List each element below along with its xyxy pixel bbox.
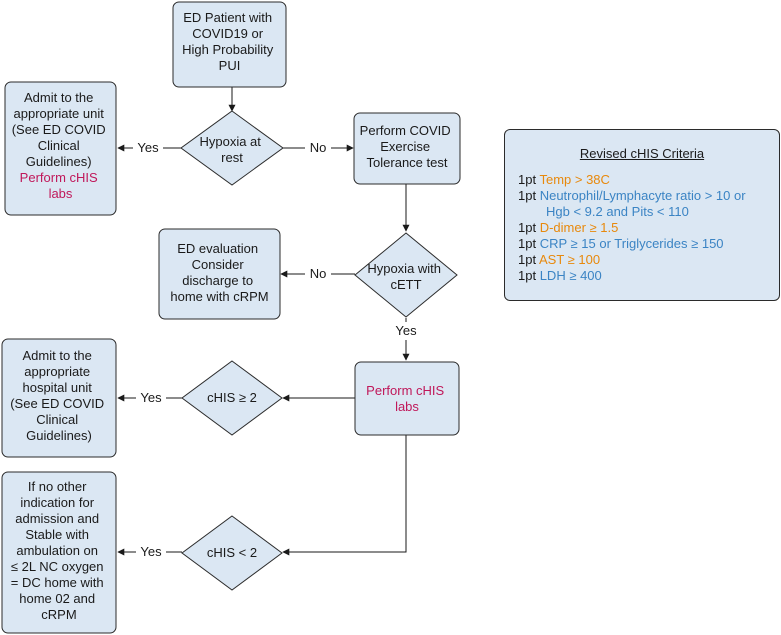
chis-lt-2-text: cHIS < 2 bbox=[207, 545, 257, 560]
chis-ge-2-text: cHIS ≥ 2 bbox=[207, 390, 257, 405]
criteria-points: 1pt bbox=[518, 172, 537, 187]
criteria-ldh: LDH ≥ 400 bbox=[539, 268, 602, 283]
hypoxia-cett-decision: Hypoxia with cETT bbox=[354, 232, 458, 318]
hypoxia-at-rest-text: Hypoxia at rest bbox=[199, 134, 264, 165]
criteria-row-ast: 1pt AST ≥ 100 bbox=[518, 252, 600, 268]
edge-label-no: No bbox=[310, 266, 327, 281]
criteria-row-crp: 1pt CRP ≥ 15 or Triglycerides ≥ 150 bbox=[518, 236, 724, 252]
criteria-ast: AST ≥ 100 bbox=[538, 252, 601, 267]
discharge-text: If no other indication for admission and… bbox=[11, 479, 107, 622]
criteria-title: Revised cHIS Criteria bbox=[579, 146, 705, 161]
admit-hospital-box: Admit to the appropriate hospital unit (… bbox=[1, 338, 117, 458]
ed-evaluation-text: ED evaluation Consider discharge to home… bbox=[170, 241, 268, 304]
chis-criteria-box: Revised cHIS Criteria 1pt Temp > 38C 1pt… bbox=[504, 129, 780, 301]
criteria-neutrophil-ratio: Neutrophil/Lymphacyte ratio > 10 or bbox=[539, 188, 746, 203]
criteria-points: 1pt bbox=[518, 188, 537, 203]
criteria-d-dimer: D-dimer ≥ 1.5 bbox=[539, 220, 619, 235]
criteria-points: 1pt bbox=[518, 268, 537, 283]
discharge-box: If no other indication for admission and… bbox=[1, 471, 117, 634]
criteria-row-temp: 1pt Temp > 38C bbox=[518, 172, 610, 188]
chis-ge-2-decision: cHIS ≥ 2 bbox=[181, 360, 283, 436]
chis-lt-2-decision: cHIS < 2 bbox=[181, 515, 283, 591]
edge-label-no: No bbox=[310, 140, 327, 155]
criteria-row-neutrophil: 1pt Neutrophil/Lymphacyte ratio > 10 or bbox=[518, 188, 746, 204]
criteria-row-hgb: Hgb < 9.2 and Pits < 110 bbox=[546, 204, 689, 220]
hypoxia-cett-text: Hypoxia with cETT bbox=[367, 261, 444, 292]
criteria-crp: CRP ≥ 15 or Triglycerides ≥ 150 bbox=[539, 236, 724, 251]
start-text: ED Patient with COVID19 or High Probabil… bbox=[182, 10, 277, 73]
edge-label-yes: Yes bbox=[137, 140, 159, 155]
perform-labs-box: Perform cHIS labs bbox=[354, 361, 460, 436]
admit-hospital-text: Admit to the appropriate hospital unit (… bbox=[10, 348, 108, 443]
perform-labs-text: Perform cHIS labs bbox=[366, 383, 448, 414]
admit-unit-box: Admit to the appropriate unit (See ED CO… bbox=[4, 81, 117, 216]
criteria-row-ddimer: 1pt D-dimer ≥ 1.5 bbox=[518, 220, 618, 236]
edge-labs-to-chis-lt2 bbox=[282, 435, 407, 556]
criteria-temp: Temp > 38C bbox=[539, 172, 610, 187]
criteria-points: 1pt bbox=[518, 236, 537, 251]
edge-label-yes: Yes bbox=[395, 323, 417, 338]
edge-label-yes: Yes bbox=[140, 390, 162, 405]
start-box: ED Patient with COVID19 or High Probabil… bbox=[172, 1, 287, 88]
exercise-test-box: Perform COVID Exercise Tolerance test bbox=[353, 112, 461, 185]
criteria-hgb: Hgb < 9.2 and Pits < 110 bbox=[546, 204, 689, 219]
ed-evaluation-box: ED evaluation Consider discharge to home… bbox=[158, 228, 281, 320]
criteria-row-ldh: 1pt LDH ≥ 400 bbox=[518, 268, 602, 284]
criteria-points: 1pt bbox=[518, 220, 537, 235]
edge-label-yes: Yes bbox=[140, 544, 162, 559]
admit-unit-text: Admit to the appropriate unit (See ED CO… bbox=[12, 90, 110, 201]
criteria-points: 1pt bbox=[518, 252, 537, 267]
hypoxia-at-rest-decision: Hypoxia at rest bbox=[180, 110, 284, 186]
exercise-test-text: Perform COVID Exercise Tolerance test bbox=[360, 123, 455, 170]
